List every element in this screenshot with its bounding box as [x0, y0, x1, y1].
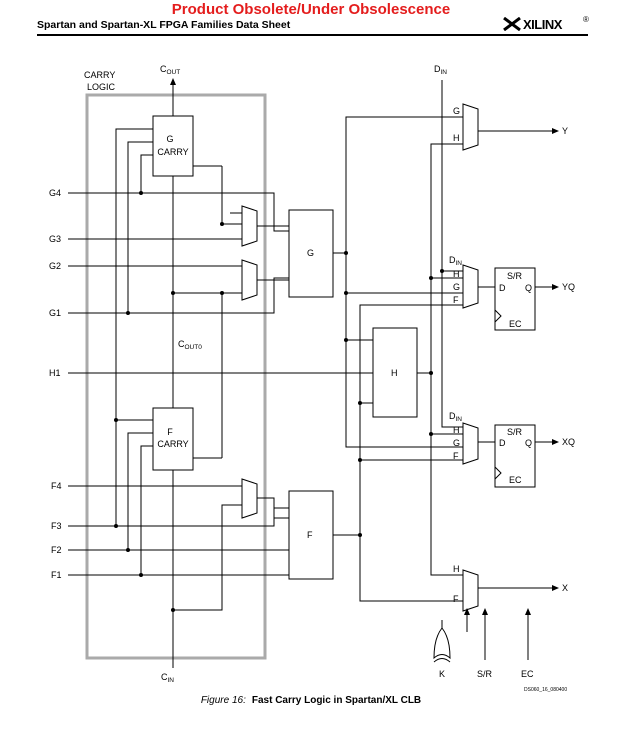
mux-x-f: F [453, 594, 459, 604]
mux-d-y [462, 264, 479, 309]
k-xor-gate [433, 627, 451, 660]
output-yq: YQ [562, 282, 575, 292]
mux-dy-f: F [453, 295, 459, 305]
ffy-sr: S/R [507, 271, 523, 281]
input-g2: G2 [49, 261, 61, 271]
carry-logic-box [85, 93, 267, 660]
ffy-q: Q [525, 283, 532, 293]
logo-text: XILINX [523, 17, 562, 32]
input-f1: F1 [51, 570, 62, 580]
cout-label: COUT [160, 64, 180, 76]
g-carry-box [152, 115, 194, 177]
mux-y-h: H [453, 133, 460, 143]
ff-y-box [494, 267, 536, 331]
xilinx-logo: XILINX ® [503, 15, 593, 35]
f-carry-label-2: CARRY [157, 439, 188, 449]
junction-dots [114, 191, 444, 612]
bottom-ec: EC [521, 669, 534, 679]
mux-y-g: G [453, 106, 460, 116]
mux-g4-g3 [241, 205, 258, 247]
ffy-ec: EC [509, 319, 522, 329]
cout0-label: COUT0 [178, 339, 202, 351]
g-carry-label-2: CARRY [157, 147, 188, 157]
ff-y-clock [494, 309, 502, 323]
lut-h-label: H [391, 368, 398, 378]
ffx-q: Q [525, 438, 532, 448]
input-g4: G4 [49, 188, 61, 198]
mux-f4 [241, 478, 258, 519]
output-xq: XQ [562, 437, 575, 447]
cin-label: CIN [161, 672, 174, 684]
mux-dy-g: G [453, 282, 460, 292]
ff-x-box [494, 424, 536, 488]
ffx-sr: S/R [507, 427, 523, 437]
bottom-k: K [439, 669, 445, 679]
mux-x-h: H [453, 564, 460, 574]
mux-x [462, 569, 479, 612]
mux-dx-f: F [453, 451, 459, 461]
caption-figure-number: Figure 16: [200, 695, 246, 706]
input-h1: H1 [49, 368, 61, 378]
figure-caption: Figure 16: Fast Carry Logic in Spartan/XL… [0, 695, 622, 706]
lut-g-label: G [307, 248, 314, 258]
mux-y [462, 103, 479, 151]
mux-g2-g1 [241, 259, 258, 301]
logo-registered: ® [583, 15, 589, 24]
mux-dy-h: H [453, 269, 460, 279]
xilinx-x-icon [503, 17, 521, 31]
input-g3: G3 [49, 234, 61, 244]
input-f4: F4 [51, 481, 62, 491]
din-low-label: DIN [449, 411, 462, 423]
lut-f-label: F [307, 530, 313, 540]
f-carry-label-1: F [167, 427, 173, 437]
mux-dx-h: H [453, 425, 460, 435]
carry-logic-label-2: LOGIC [87, 82, 116, 92]
ffx-d: D [499, 438, 506, 448]
doc-title: Spartan and Spartan-XL FPGA Families Dat… [37, 19, 291, 31]
input-f2: F2 [51, 545, 62, 555]
header-rule [37, 34, 588, 36]
input-f3: F3 [51, 521, 62, 531]
mux-dx-g: G [453, 438, 460, 448]
obsolete-banner: Product Obsolete/Under Obsolescence [171, 1, 451, 18]
diagram-code: DS060_16_080400 [524, 687, 567, 693]
din-mid-label: DIN [449, 255, 462, 267]
input-g1: G1 [49, 308, 61, 318]
output-x: X [562, 583, 568, 593]
ffx-ec: EC [509, 475, 522, 485]
ff-x-clock [494, 466, 502, 480]
g-carry-label-1: G [166, 134, 173, 144]
bottom-sr: S/R [477, 669, 493, 679]
din-top-label: DIN [434, 64, 447, 76]
carry-logic-label-1: CARRY [84, 70, 115, 80]
mux-d-x [462, 422, 479, 465]
output-y: Y [562, 126, 568, 136]
caption-title: Fast Carry Logic in Spartan/XL CLB [251, 695, 422, 706]
ffy-d: D [499, 283, 506, 293]
